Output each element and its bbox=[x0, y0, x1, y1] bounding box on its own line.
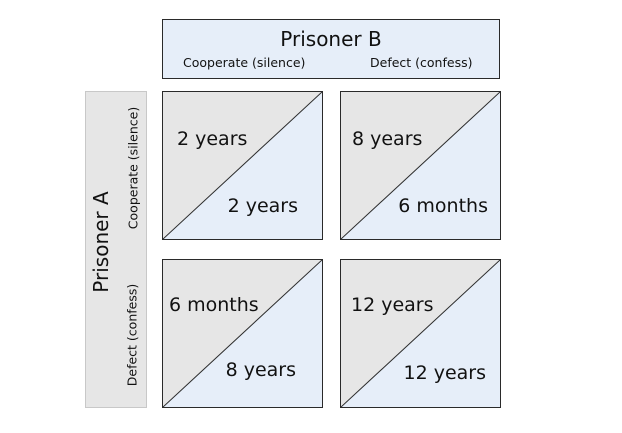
payoff-prisoner-a: 8 years bbox=[352, 128, 423, 150]
payoff-prisoner-a: 12 years bbox=[351, 294, 434, 316]
payoff-cell-defect-cooperate: 6 months 8 years bbox=[162, 259, 323, 408]
cell-split-graphic bbox=[341, 92, 500, 239]
prisoner-b-header: Prisoner B Cooperate (silence) Defect (c… bbox=[162, 19, 500, 79]
payoff-cell-cooperate-cooperate: 2 years 2 years bbox=[162, 91, 323, 240]
payoff-prisoner-b: 2 years bbox=[227, 195, 298, 217]
col-label-cooperate: Cooperate (silence) bbox=[183, 55, 306, 70]
payoff-cell-cooperate-defect: 8 years 6 months bbox=[340, 91, 501, 240]
row-label-cooperate: Cooperate (silence) bbox=[125, 106, 141, 230]
prisoner-b-title: Prisoner B bbox=[280, 27, 382, 51]
cell-split-graphic bbox=[163, 260, 322, 407]
payoff-prisoner-b: 8 years bbox=[225, 359, 296, 381]
cell-split-graphic bbox=[163, 92, 322, 239]
payoff-cell-defect-defect: 12 years 12 years bbox=[340, 259, 501, 408]
prisoner-a-title: Prisoner A bbox=[89, 191, 113, 293]
payoff-prisoner-a: 6 months bbox=[169, 294, 259, 316]
payoff-prisoner-b: 12 years bbox=[403, 362, 486, 384]
col-label-defect: Defect (confess) bbox=[370, 55, 473, 70]
cell-split-graphic bbox=[341, 260, 500, 407]
prisoner-a-header: Prisoner A Cooperate (silence) Defect (c… bbox=[85, 91, 147, 408]
payoff-prisoner-a: 2 years bbox=[177, 128, 248, 150]
payoff-prisoner-b: 6 months bbox=[398, 195, 488, 217]
row-label-defect: Defect (confess) bbox=[124, 283, 140, 387]
